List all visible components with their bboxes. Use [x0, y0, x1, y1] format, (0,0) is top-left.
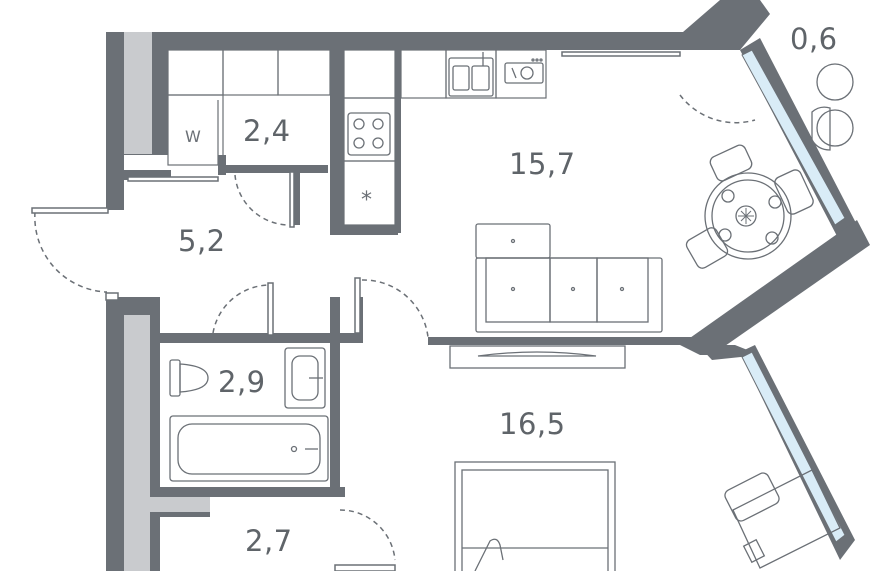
washbasin-icon	[284, 347, 326, 409]
room-area-kitchen-living: 15,7	[509, 147, 576, 181]
washer-mark: W	[185, 127, 201, 146]
room-area-storage: 2,7	[245, 524, 293, 558]
kitchen-counter	[167, 49, 547, 226]
dining-table-icon	[685, 144, 814, 269]
toilet-icon	[169, 359, 209, 397]
room-area-bedroom: 16,5	[499, 407, 566, 441]
balcony-chair-icon	[811, 63, 854, 151]
walls	[106, 0, 870, 571]
door-leaves	[31, 51, 681, 571]
bed-icon	[454, 461, 616, 571]
plant-icon	[738, 208, 754, 224]
room-area-balcony: 0,6	[790, 22, 838, 56]
doors	[34, 94, 756, 561]
room-area-laundry: 2,4	[243, 114, 291, 148]
sink-icon	[448, 52, 494, 97]
stove-icon	[347, 112, 391, 156]
inner-wall-strips	[124, 32, 210, 571]
desk-icon	[724, 469, 841, 569]
windows	[741, 49, 846, 543]
dishwasher-icon	[504, 58, 544, 84]
tv-icon	[449, 345, 626, 369]
fridge-mark: *	[361, 188, 372, 213]
bathtub-icon	[169, 415, 329, 482]
sofa-icon	[475, 223, 663, 333]
room-area-bathroom: 2,9	[218, 365, 266, 399]
room-area-hallway: 5,2	[178, 224, 226, 258]
